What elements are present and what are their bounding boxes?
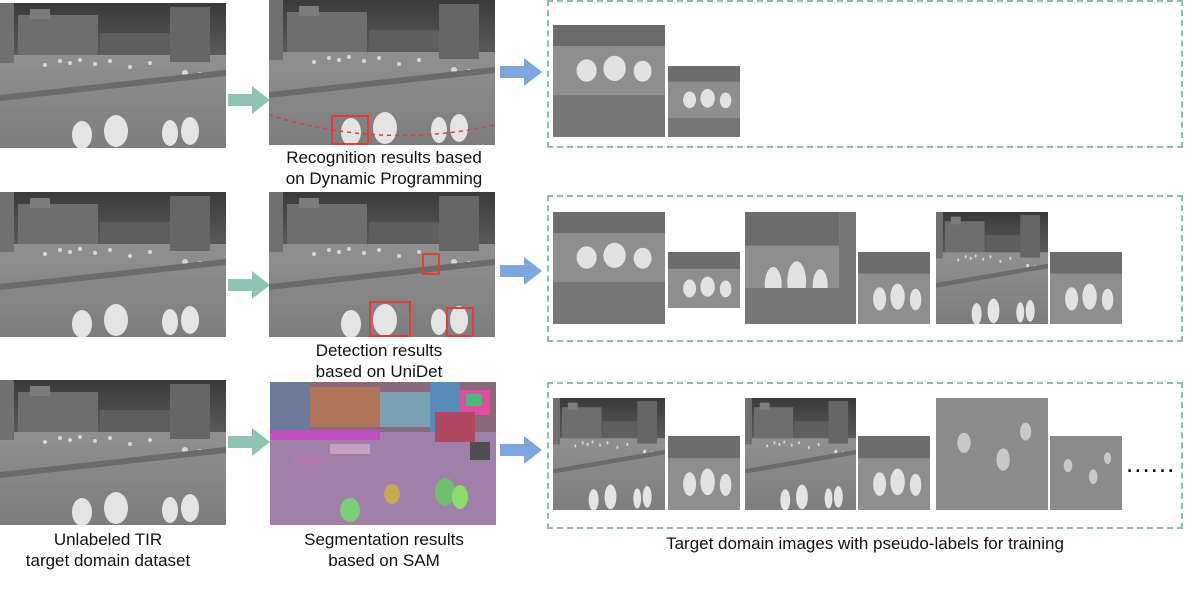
detection-box-1 xyxy=(422,253,440,275)
row1-green-arrow xyxy=(228,86,270,114)
row3-mid-caption-line1: Segmentation results xyxy=(304,530,464,549)
row3-crop-4 xyxy=(858,436,930,510)
row2-crop-3 xyxy=(745,212,856,324)
row3-source-image xyxy=(0,380,226,525)
row1-crop-2 xyxy=(668,66,740,137)
row3-left-caption: Unlabeled TIR target domain dataset xyxy=(0,529,216,571)
row1-blue-arrow xyxy=(500,58,542,86)
row3-output-box xyxy=(547,382,1183,529)
more-ellipsis: ...... xyxy=(1126,448,1176,478)
row2-mid-caption-line2: based on UniDet xyxy=(315,362,443,381)
row2-crop-2 xyxy=(668,252,740,308)
row2-crop-1 xyxy=(553,212,665,324)
detection-box-3 xyxy=(446,307,474,337)
row3-mid-caption-line2: based on SAM xyxy=(328,551,440,570)
row2-source-image xyxy=(0,192,226,337)
row3-crop-1 xyxy=(553,398,665,510)
row2-output-box xyxy=(547,195,1183,342)
row1-mid-caption-line1: Recognition results based xyxy=(286,148,482,167)
row3-crop-5 xyxy=(936,398,1048,510)
detection-box-2 xyxy=(369,301,411,337)
row2-green-arrow xyxy=(228,271,270,299)
row1-mid-caption-line2: on Dynamic Programming xyxy=(285,169,483,188)
row2-crop-6 xyxy=(1050,252,1122,324)
row1-crop-1 xyxy=(553,25,665,137)
row1-recognition-image xyxy=(269,0,495,145)
row2-mid-caption: Detection results based on UniDet xyxy=(264,340,494,382)
row3-blue-arrow xyxy=(500,436,542,464)
row3-green-arrow xyxy=(228,428,270,456)
row1-output-box xyxy=(547,0,1183,148)
row2-blue-arrow xyxy=(500,257,542,285)
row3-mid-caption: Segmentation results based on SAM xyxy=(269,529,499,571)
row1-mid-caption: Recognition results based on Dynamic Pro… xyxy=(269,147,499,189)
row2-crop-4 xyxy=(858,252,930,324)
output-caption: Target domain images with pseudo-labels … xyxy=(666,534,1064,553)
row3-crop-2 xyxy=(668,436,740,510)
row3-left-caption-line1: Unlabeled TIR xyxy=(53,530,163,549)
row3-left-caption-line2: target domain dataset xyxy=(25,551,191,570)
row3-crop-3 xyxy=(745,398,856,510)
row3-crop-6 xyxy=(1050,436,1122,510)
row2-detection-image xyxy=(269,192,495,337)
row2-mid-caption-line1: Detection results xyxy=(315,341,443,360)
row3-segmentation-image xyxy=(270,382,496,525)
row1-source-image xyxy=(0,3,226,148)
row2-crop-5 xyxy=(936,212,1048,324)
recognition-highlight-box xyxy=(331,115,369,145)
